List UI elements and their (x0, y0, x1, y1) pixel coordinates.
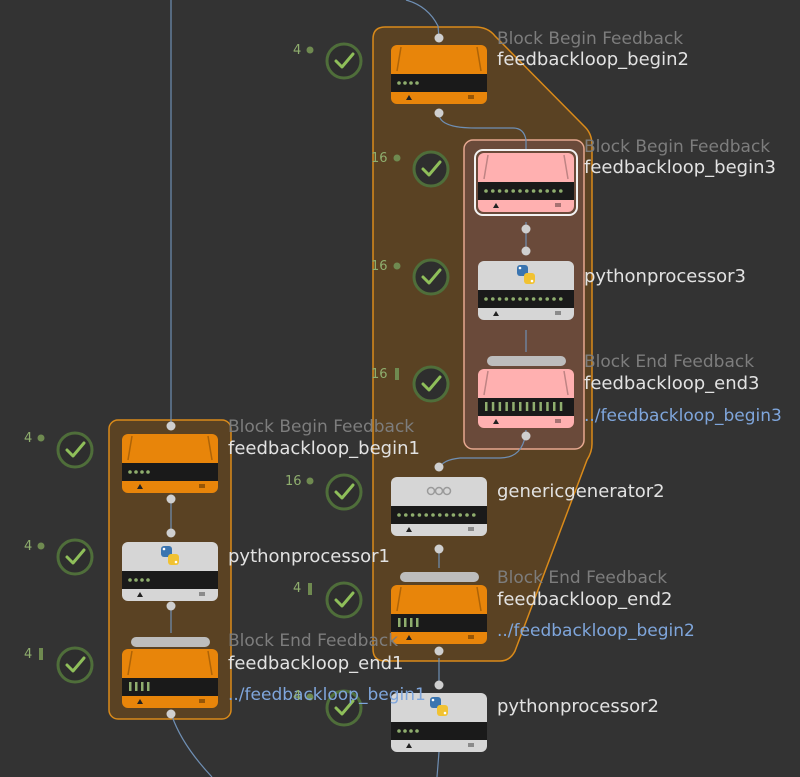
checkmark-circle-icon[interactable] (56, 538, 94, 576)
node-type-label: Block End Feedback (228, 631, 399, 651)
count-dot-icon (306, 46, 314, 54)
work-item-count: 16 (371, 367, 388, 382)
work-item-count: 4 (293, 689, 302, 704)
node-python2[interactable] (391, 693, 487, 752)
block-begin-reference[interactable]: ../feedbackloop_begin1 (228, 685, 426, 705)
checkmark-circle-icon[interactable] (412, 365, 450, 403)
wire (171, 715, 213, 777)
checkmark-circle-icon[interactable] (325, 689, 363, 727)
work-item-count: 16 (371, 259, 388, 274)
node-type-label: Block Begin Feedback (228, 417, 415, 437)
node-fb-end2[interactable] (391, 585, 487, 644)
node-name-label[interactable]: feedbackloop_end3 (584, 373, 760, 394)
block-begin-reference[interactable]: ../feedbackloop_begin2 (497, 621, 695, 641)
checkmark-circle-icon[interactable] (325, 42, 363, 80)
python-logo-icon (517, 265, 535, 284)
node-name-label[interactable]: feedbackloop_begin1 (228, 438, 420, 459)
count-dot-icon (37, 542, 45, 550)
node-fb-begin3[interactable] (474, 149, 578, 216)
count-dot-icon (37, 434, 45, 442)
node-generic2[interactable] (391, 477, 487, 536)
node-fb-end1[interactable] (122, 649, 218, 708)
count-dot-icon (306, 693, 314, 701)
count-bar-icon (39, 648, 43, 660)
checkmark-circle-icon[interactable] (325, 473, 363, 511)
checkmark-circle-icon[interactable] (56, 431, 94, 469)
node-type-label: Block End Feedback (497, 568, 668, 588)
checkmark-circle-icon[interactable] (325, 581, 363, 619)
work-item-count: 16 (371, 151, 388, 166)
wire (438, 114, 527, 150)
wire (436, 751, 440, 777)
work-item-count: 4 (293, 43, 302, 58)
checkmark-circle-icon[interactable] (56, 646, 94, 684)
block-begin-reference[interactable]: ../feedbackloop_begin3 (584, 406, 782, 426)
node-type-label: Block End Feedback (584, 352, 755, 372)
node-python1[interactable] (122, 542, 218, 601)
count-dot-icon (393, 154, 401, 162)
node-type-label: Block Begin Feedback (497, 29, 684, 49)
end-node-cap (400, 572, 479, 582)
count-bar-icon (395, 368, 399, 380)
node-fb-begin2[interactable] (391, 45, 487, 104)
node-type-label: Block Begin Feedback (584, 137, 771, 157)
work-item-count: 4 (24, 647, 33, 662)
node-name-label[interactable]: pythonprocessor3 (584, 266, 746, 287)
node-python3[interactable] (478, 261, 574, 320)
count-dot-icon (306, 477, 314, 485)
checkmark-circle-icon[interactable] (412, 258, 450, 296)
node-name-label[interactable]: feedbackloop_end2 (497, 589, 673, 610)
python-logo-icon (430, 697, 448, 716)
node-name-label[interactable]: feedbackloop_begin3 (584, 157, 776, 178)
work-item-count: 4 (24, 431, 33, 446)
work-item-count: 4 (24, 539, 33, 554)
end-node-cap (487, 356, 566, 366)
node-name-label[interactable]: pythonprocessor1 (228, 546, 390, 567)
python-logo-icon (161, 546, 179, 565)
wire (405, 0, 440, 39)
node-name-label[interactable]: pythonprocessor2 (497, 696, 659, 717)
count-dot-icon (393, 262, 401, 270)
node-name-label[interactable]: feedbackloop_begin2 (497, 49, 689, 70)
work-item-count: 4 (293, 581, 302, 596)
checkmark-circle-icon[interactable] (412, 150, 450, 188)
wire (439, 429, 527, 469)
node-fb-end3[interactable] (478, 369, 574, 428)
end-node-cap (131, 637, 210, 647)
three-circles-icon (426, 486, 452, 496)
count-bar-icon (308, 583, 312, 595)
work-item-count: 16 (285, 474, 302, 489)
node-fb-begin1[interactable] (122, 434, 218, 493)
node-name-label[interactable]: feedbackloop_end1 (228, 653, 404, 674)
node-name-label[interactable]: genericgenerator2 (497, 481, 665, 502)
